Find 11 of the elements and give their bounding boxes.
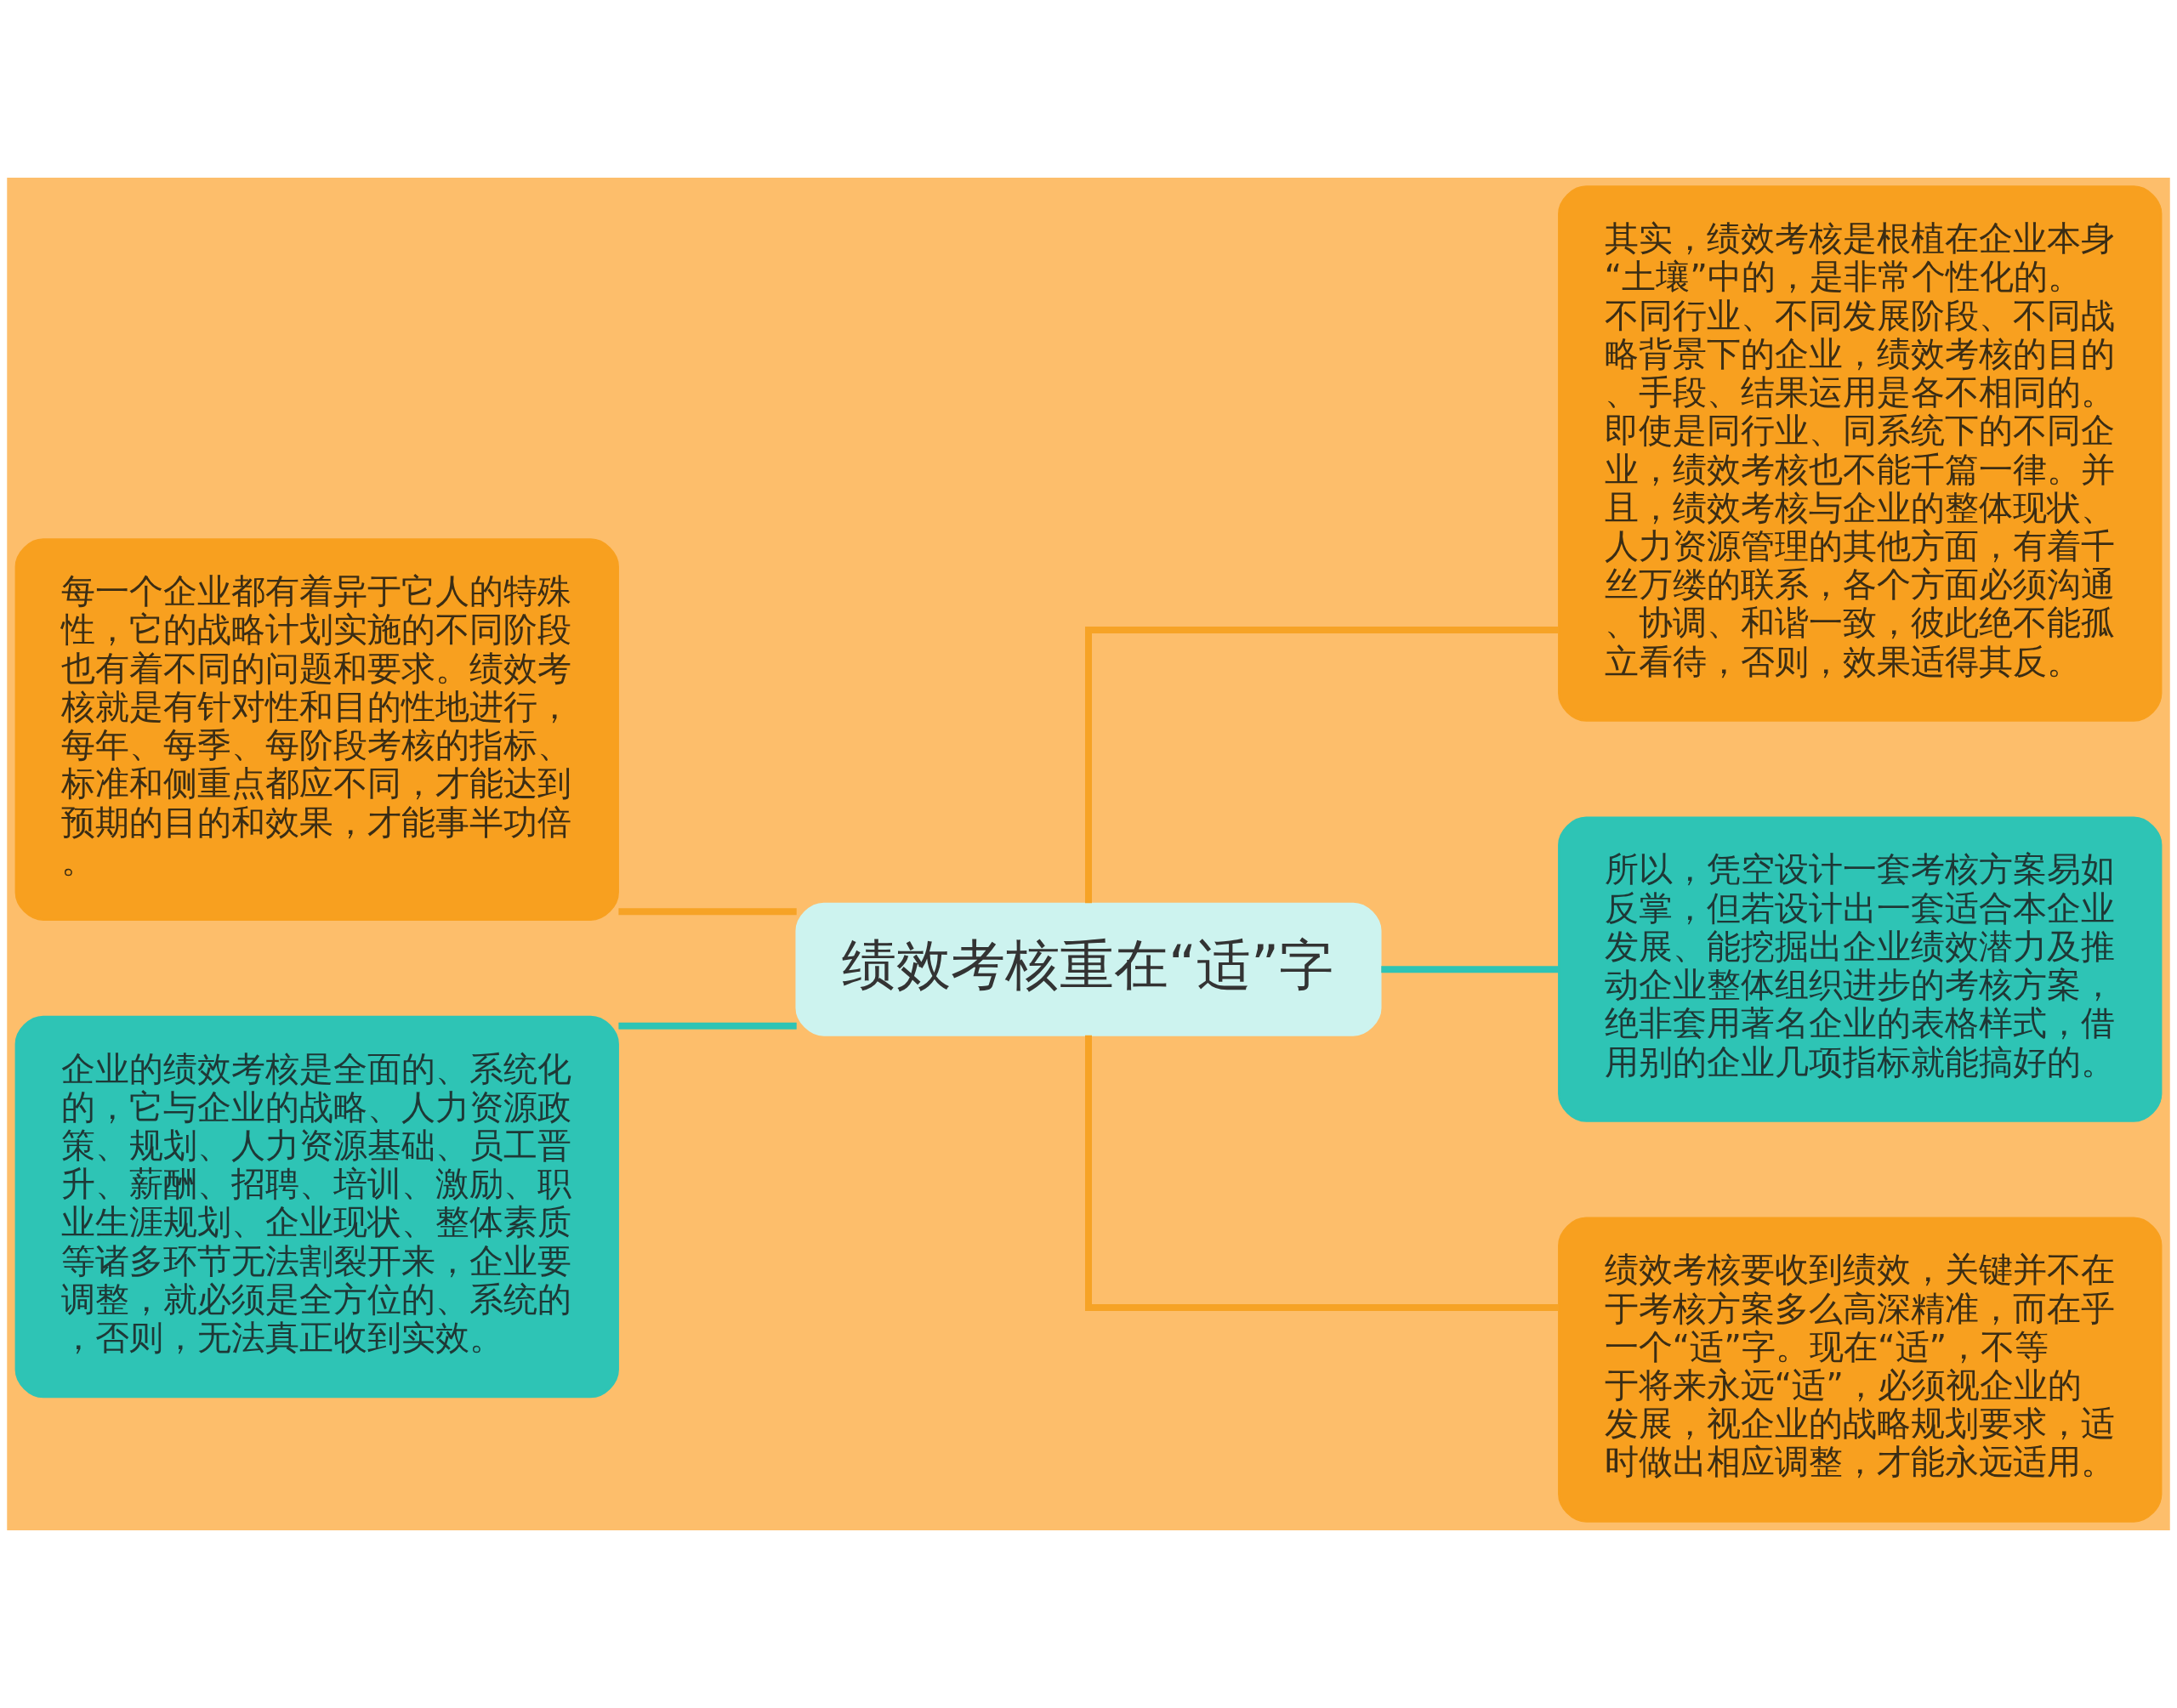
connector (1085, 627, 1559, 904)
node-box: 企业的绩效考核是全面的、系统化的，它与企业的战略、人力资源政策、规划、人力资源基础、员工晋升、薪酬、招聘、培训、激励、职业生涯规划、企业现状、整体素质等诸多环节无法割裂开来，企业要调整，就必须是全方位的、系统的，否则，无法真正收到实效。 (14, 1015, 619, 1399)
node-box: 绩效考核要收到绩效，关键并不在于考核方案多么高深精准，而在乎一个“适”字。现在“适”，不等于将来永远“适”，必须视企业的发展，视企业的战略规划要求，适时做出相应调整，才能永远适用。 (1558, 1217, 2163, 1523)
node-box: 其实，绩效考核是根植在企业本身“土壤”中的，是非常个性化的。不同行业、不同发展阶段、不同战略背景下的企业，绩效考核的目的、手段、结果运用是各不相同的。即使是同行业、同系统下的不同企业，绩效考核也不能千篇一律。并且，绩效考核与企业的整体现状、人力资源管理的其他方面，有着千丝万缕的联系，各个方面必须沟通、协调、和谐一致，彼此绝不能孤立看待，否则，效果适得其反。 (1558, 185, 2163, 722)
node-box: 所以，凭空设计一套考核方案易如反掌，但若设计出一套适合本企业发展、能挖掘出企业绩效潜力及推动企业整体组织进步的考核方案，绝非套用著名企业的表格样式，借用别的企业几项指标就能搞好的。 (1558, 816, 2163, 1122)
connector (1381, 966, 1559, 973)
node-box: 绩效考核重在“适”字 (795, 902, 1382, 1036)
connector (618, 908, 797, 916)
connector (618, 1022, 797, 1030)
node-box: 每一个企业都有着异于它人的特殊性，它的战略计划实施的不同阶段也有着不同的问题和要求。绩效考核就是有针对性和目的性地进行，每年、每季、每阶段考核的指标、标准和侧重点都应不同，才能达到预期的目的和效果，才能事半功倍。 (14, 538, 619, 921)
connector (1085, 1035, 1559, 1311)
